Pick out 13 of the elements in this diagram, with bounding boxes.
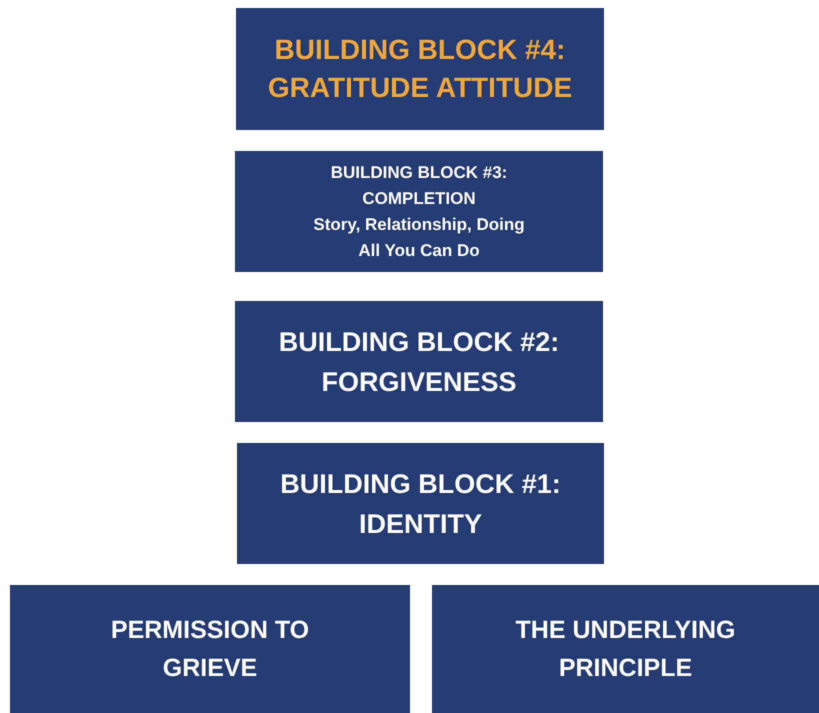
block-box bbox=[236, 8, 604, 130]
block-box bbox=[10, 585, 410, 713]
block-title: BUILDING BLOCK #3: COMPLETION bbox=[330, 162, 508, 210]
block-title: BUILDING BLOCK #1: IDENTITY bbox=[279, 468, 562, 540]
block-box bbox=[237, 443, 604, 564]
block-box bbox=[235, 301, 603, 422]
block-box bbox=[432, 585, 819, 713]
block-title: THE UNDERLYING PRINCIPLE bbox=[514, 615, 736, 684]
block-title: BUILDING BLOCK #4: GRATITUDE ATTITUDE bbox=[266, 33, 574, 105]
block-title: BUILDING BLOCK #2: FORGIVENESS bbox=[278, 326, 560, 398]
block-box bbox=[235, 151, 603, 272]
block-detail: Story, Relationship, Doing All You Can Do bbox=[312, 214, 526, 262]
block-title: PERMISSION TO GRIEVE bbox=[110, 615, 310, 684]
